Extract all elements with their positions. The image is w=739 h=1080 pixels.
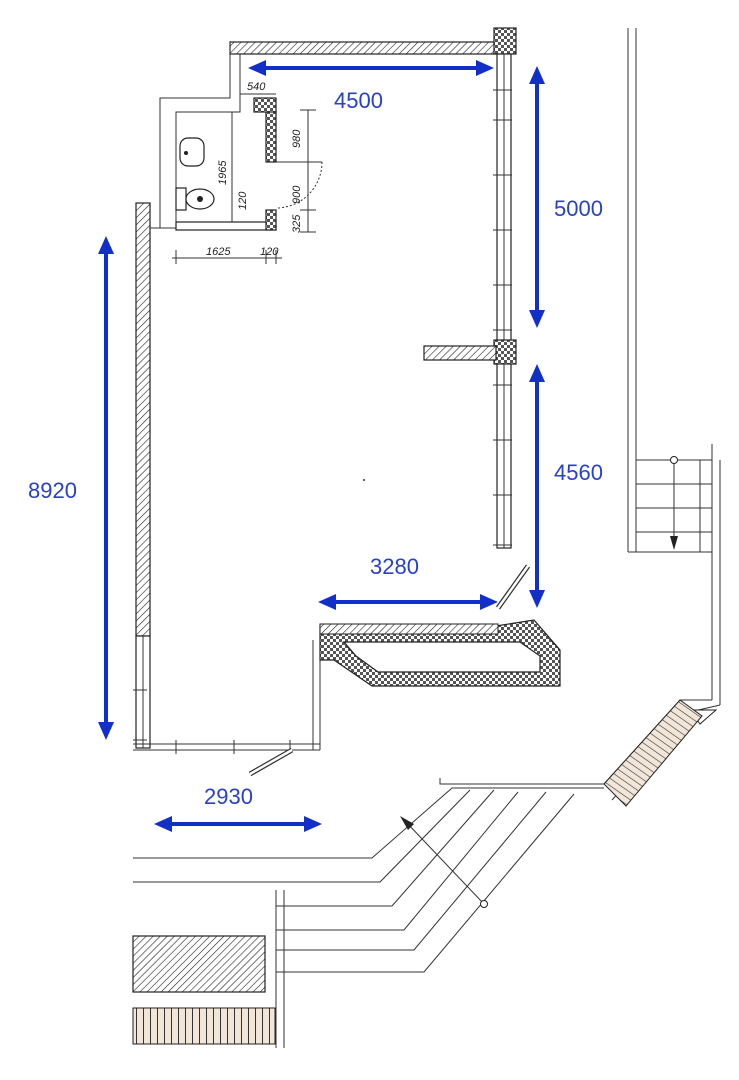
dim-980: 980 <box>291 129 303 148</box>
toilet-icon <box>175 187 215 211</box>
dim-900: 900 <box>291 185 303 204</box>
arrow-right-upper <box>529 66 545 328</box>
dim-120-inner: 120 <box>237 191 249 210</box>
arrow-ledge-width <box>318 594 498 610</box>
stair-direction-arrow-icon <box>670 536 678 550</box>
bathroom-dimension-lines <box>172 93 316 264</box>
window-mullions <box>133 89 512 754</box>
dim-bottom-width: 2930 <box>204 784 253 809</box>
balcony-ledge <box>319 619 561 687</box>
entrance-steps <box>132 787 604 1048</box>
dim-top-width: 4500 <box>334 88 383 113</box>
sink-icon <box>179 137 205 167</box>
arrow-left-height <box>98 236 114 740</box>
dim-right-upper: 5000 <box>554 196 603 221</box>
dim-120-bottom: 120 <box>260 246 279 258</box>
outer-rails <box>439 699 721 807</box>
arrow-bottom-width <box>154 816 322 832</box>
staircase <box>627 28 721 705</box>
dim-right-lower: 4560 <box>554 460 603 485</box>
dim-325: 325 <box>291 214 303 233</box>
dim-540: 540 <box>247 81 266 93</box>
dim-ledge-width: 3280 <box>370 554 419 579</box>
dim-1965: 1965 <box>217 160 229 185</box>
dim-left-height: 8920 <box>28 478 77 503</box>
arrow-right-lower <box>529 364 545 608</box>
walls <box>133 27 517 751</box>
arrow-top-width <box>248 60 494 76</box>
dim-1625: 1625 <box>206 246 231 258</box>
